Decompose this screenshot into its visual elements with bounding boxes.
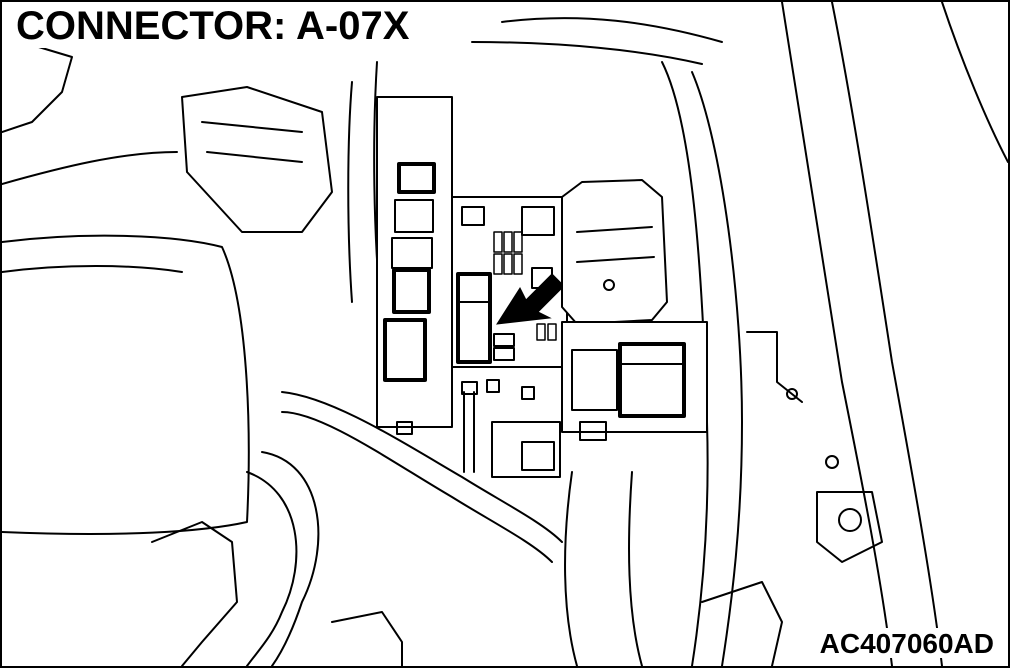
small-bracket bbox=[521, 386, 535, 400]
side-connector-latch bbox=[579, 421, 607, 441]
large-bottom-hose bbox=[564, 471, 578, 666]
main-wire-harness bbox=[281, 391, 563, 543]
lower-hose-2 bbox=[246, 471, 298, 666]
side-connector bbox=[571, 349, 618, 411]
fuse-slot bbox=[503, 231, 513, 253]
figure-code: AC407060AD bbox=[815, 628, 994, 658]
intake-duct-ridge bbox=[201, 121, 303, 163]
relay-block-housing bbox=[376, 96, 453, 428]
relay-block-tab bbox=[396, 421, 413, 435]
small-fuse bbox=[493, 333, 515, 347]
hood-top-line bbox=[471, 41, 703, 65]
fuse bbox=[521, 206, 555, 236]
relay-connector bbox=[618, 342, 686, 418]
body-panel-far bbox=[941, 2, 1008, 163]
bracket-outline bbox=[746, 331, 803, 403]
fender-edge-line-2 bbox=[691, 71, 743, 666]
connector-title: CONNECTOR: A-07X bbox=[16, 6, 414, 48]
junction-block-ribs bbox=[576, 226, 655, 263]
junction-block-screw bbox=[603, 279, 615, 291]
hood-top-line-2 bbox=[501, 17, 723, 43]
relay bbox=[392, 268, 431, 314]
fuse bbox=[461, 206, 485, 226]
air-cleaner-box bbox=[2, 234, 250, 535]
lower-frame bbox=[151, 521, 238, 666]
connector-a-07x bbox=[456, 272, 492, 364]
junction-block-cover bbox=[561, 179, 668, 325]
lower-bracket bbox=[701, 581, 783, 666]
fuse-slot bbox=[503, 253, 513, 275]
bolt-hole-small bbox=[825, 455, 839, 469]
small-bracket bbox=[486, 379, 500, 393]
bolt-hole-small bbox=[786, 388, 798, 400]
lower-frame-2 bbox=[331, 611, 403, 666]
relay bbox=[394, 199, 434, 233]
fuse-slot bbox=[493, 231, 503, 253]
bolt-hole bbox=[838, 508, 862, 532]
connector-arrow bbox=[496, 273, 565, 325]
large-bottom-hose-2 bbox=[628, 471, 643, 666]
relay bbox=[397, 162, 436, 194]
hood-contour-line bbox=[2, 151, 178, 185]
fuse-slot bbox=[513, 253, 523, 275]
intake-duct bbox=[181, 86, 333, 233]
upper-left-bracket bbox=[2, 41, 73, 133]
ground-stud bbox=[461, 381, 478, 473]
air-cleaner-box-inner bbox=[2, 265, 183, 273]
fuse-slot bbox=[513, 231, 523, 253]
relay bbox=[383, 318, 427, 382]
fuse-slot bbox=[493, 253, 503, 275]
main-wire-harness-2 bbox=[281, 411, 553, 563]
vertical-hose bbox=[347, 81, 353, 303]
lower-hose bbox=[261, 451, 320, 666]
small-fuse bbox=[493, 347, 515, 361]
strut-bracket bbox=[816, 491, 883, 563]
body-panel-outer bbox=[781, 2, 893, 666]
lower-connector-plug bbox=[521, 441, 555, 471]
small-fuse bbox=[547, 323, 557, 341]
body-panel-inner bbox=[831, 2, 943, 666]
small-fuse bbox=[536, 323, 546, 341]
lower-connector bbox=[491, 421, 561, 478]
